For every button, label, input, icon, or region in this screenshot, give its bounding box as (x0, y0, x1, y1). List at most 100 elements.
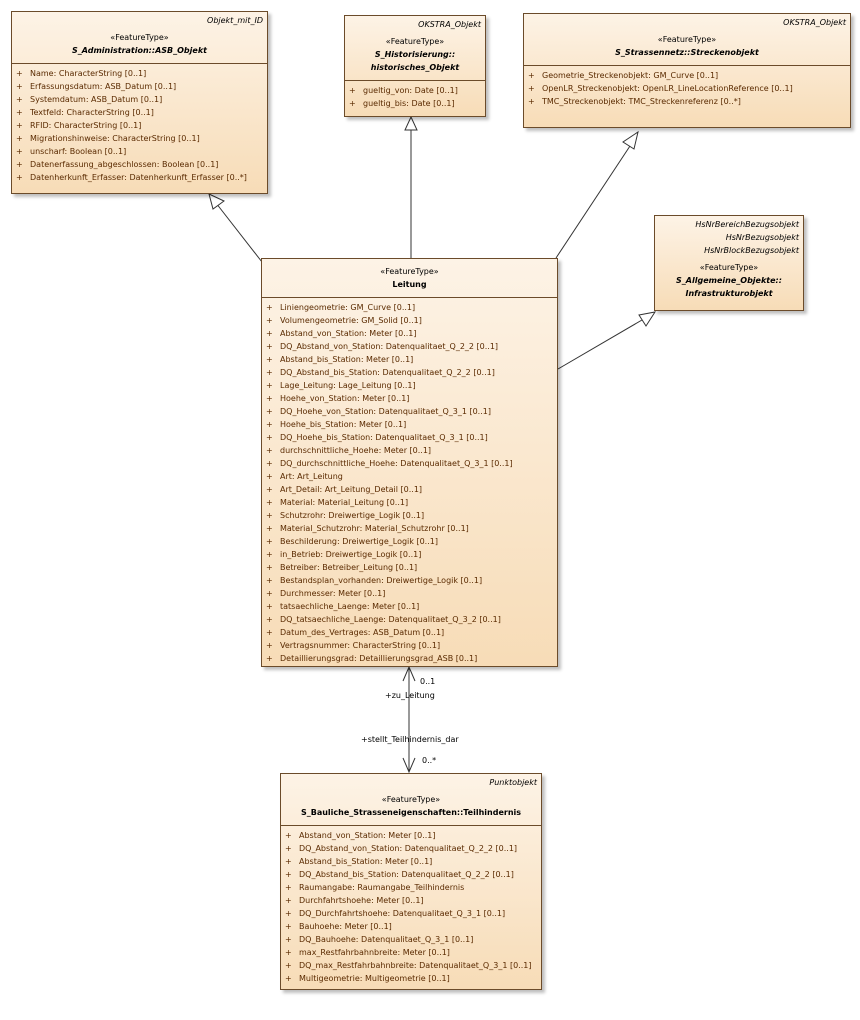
attribute-text: Datenherkunft_Erfasser: Datenherkunft_Er… (30, 173, 247, 182)
attribute-row[interactable]: +Durchmesser: Meter [0..1] (262, 587, 557, 600)
attribute-row[interactable]: +Durchfahrtshoehe: Meter [0..1] (281, 894, 541, 907)
attribute-text: max_Restfahrbahnbreite: Meter [0..1] (299, 948, 450, 957)
stereotype-label: «FeatureType» (699, 263, 759, 272)
attribute-row[interactable]: +Name: CharacterString [0..1] (12, 67, 267, 80)
attribute-row[interactable]: +Liniengeometrie: GM_Curve [0..1] (262, 301, 557, 314)
visibility-marker: + (285, 922, 292, 931)
tag: Punktobjekt (489, 778, 537, 787)
attribute-row[interactable]: +DQ_Abstand_von_Station: Datenqualitaet_… (262, 340, 557, 353)
class-leitung[interactable]: «FeatureType» Leitung +Liniengeometrie: … (261, 258, 558, 667)
attribute-row[interactable]: +Detaillierungsgrad: Detaillierungsgrad_… (262, 652, 557, 665)
visibility-marker: + (266, 446, 273, 455)
attribute-row[interactable]: +durchschnittliche_Hoehe: Meter [0..1] (262, 444, 557, 457)
class-name: S_Strassennetz::Streckenobjekt (615, 48, 759, 57)
attribute-row[interactable]: +DQ_Bauhoehe: Datenqualitaet_Q_3_1 [0..1… (281, 933, 541, 946)
attribute-row[interactable]: +Abstand_bis_Station: Meter [0..1] (262, 353, 557, 366)
attribute-row[interactable]: +Systemdatum: ASB_Datum [0..1] (12, 93, 267, 106)
class-name: Leitung (392, 280, 427, 289)
attribute-text: Bauhoehe: Meter [0..1] (299, 922, 392, 931)
attribute-row[interactable]: +Textfeld: CharacterString [0..1] (12, 106, 267, 119)
attribute-row[interactable]: +DQ_max_Restfahrbahnbreite: Datenqualita… (281, 959, 541, 972)
visibility-marker: + (285, 883, 292, 892)
visibility-marker: + (266, 498, 273, 507)
attribute-row[interactable]: +Abstand_von_Station: Meter [0..1] (262, 327, 557, 340)
attribute-row[interactable]: +Material: Material_Leitung [0..1] (262, 496, 557, 509)
visibility-marker: + (266, 511, 273, 520)
stereotype-label: «FeatureType» (385, 37, 445, 46)
generalization-line-asb (215, 202, 263, 263)
attribute-row[interactable]: +DQ_Hoehe_bis_Station: Datenqualitaet_Q_… (262, 431, 557, 444)
visibility-marker: + (266, 355, 273, 364)
attribute-row[interactable]: +Geometrie_Streckenobjekt: GM_Curve [0..… (524, 69, 850, 82)
visibility-marker: + (349, 99, 356, 108)
visibility-marker: + (266, 459, 273, 468)
attribute-row[interactable]: +Volumengeometrie: GM_Solid [0..1] (262, 314, 557, 327)
attribute-row[interactable]: +gueltig_von: Date [0..1] (345, 84, 485, 97)
visibility-marker: + (266, 329, 273, 338)
visibility-marker: + (266, 628, 273, 637)
attribute-row[interactable]: +DQ_Abstand_bis_Station: Datenqualitaet_… (281, 868, 541, 881)
attribute-text: Abstand_von_Station: Meter [0..1] (299, 831, 436, 840)
attribute-row[interactable]: +max_Restfahrbahnbreite: Meter [0..1] (281, 946, 541, 959)
attribute-row[interactable]: +Material_Schutzrohr: Material_Schutzroh… (262, 522, 557, 535)
class-streckenobjekt[interactable]: OKSTRA_Objekt «FeatureType» S_Strassenne… (523, 13, 851, 128)
attribute-row[interactable]: +in_Betrieb: Dreiwertige_Logik [0..1] (262, 548, 557, 561)
visibility-marker: + (285, 974, 292, 983)
class-infrastrukturobjekt[interactable]: HsNrBereichBezugsobjekt HsNrBezugsobjekt… (654, 215, 804, 311)
attribute-row[interactable]: +RFID: CharacterString [0..1] (12, 119, 267, 132)
attribute-row[interactable]: +Hoehe_bis_Station: Meter [0..1] (262, 418, 557, 431)
attribute-row[interactable]: +Multigeometrie: Multigeometrie [0..1] (281, 972, 541, 985)
attribute-row[interactable]: +Abstand_von_Station: Meter [0..1] (281, 829, 541, 842)
attribute-row[interactable]: + unscharf: Boolean [0..1] (12, 145, 267, 158)
attribute-row[interactable]: + Bauhoehe: Meter [0..1] (281, 920, 541, 933)
attribute-row[interactable]: +Schutzrohr: Dreiwertige_Logik [0..1] (262, 509, 557, 522)
attribute-row[interactable]: +OpenLR_Streckenobjekt: OpenLR_LineLocat… (524, 82, 850, 95)
visibility-marker: + (266, 394, 273, 403)
attribute-row[interactable]: +Datenerfassung_abgeschlossen: Boolean [… (12, 158, 267, 171)
tag: HsNrBlockBezugsobjekt (704, 246, 799, 255)
class-name-line2: Infrastrukturobjekt (685, 289, 773, 298)
visibility-marker: + (266, 641, 273, 650)
attribute-row[interactable]: +Bestandsplan_vorhanden: Dreiwertige_Log… (262, 574, 557, 587)
attribute-row[interactable]: +Erfassungsdatum: ASB_Datum [0..1] (12, 80, 267, 93)
class-teilhindernis[interactable]: Punktobjekt «FeatureType» S_Bauliche_Str… (280, 773, 542, 990)
attribute-row[interactable]: +Betreiber: Betreiber_Leitung [0..1] (262, 561, 557, 574)
attribute-row[interactable]: +gueltig_bis: Date [0..1] (345, 97, 485, 110)
attribute-text: unscharf: Boolean [0..1] (30, 147, 127, 156)
attribute-row[interactable]: +DQ_Abstand_bis_Station: Datenqualitaet_… (262, 366, 557, 379)
attribute-row[interactable]: +Raumangabe: Raumangabe_Teilhindernis (281, 881, 541, 894)
visibility-marker: + (528, 84, 535, 93)
visibility-marker: + (16, 108, 23, 117)
visibility-marker: + (285, 844, 292, 853)
attribute-row[interactable]: +Art_Detail: Art_Leitung_Detail [0..1] (262, 483, 557, 496)
attribute-row[interactable]: +DQ_Durchfahrtshoehe: Datenqualitaet_Q_3… (281, 907, 541, 920)
attribute-row[interactable]: +DQ_Abstand_von_Station: Datenqualitaet_… (281, 842, 541, 855)
attribute-row[interactable]: +Datenherkunft_Erfasser: Datenherkunft_E… (12, 171, 267, 184)
visibility-marker: + (266, 420, 273, 429)
attribute-row[interactable]: +tatsaechliche_Laenge: Meter [0..1] (262, 600, 557, 613)
visibility-marker: + (528, 97, 535, 106)
attribute-text: DQ_max_Restfahrbahnbreite: Datenqualitae… (299, 961, 532, 970)
attribute-row[interactable]: +Migrationshinweise: CharacterString [0.… (12, 132, 267, 145)
tagged-values: OKSTRA_Objekt (528, 16, 846, 29)
attribute-row[interactable]: +DQ_tatsaechliche_Laenge: Datenqualitaet… (262, 613, 557, 626)
attribute-row[interactable]: +DQ_durchschnittliche_Hoehe: Datenqualit… (262, 457, 557, 470)
attribute-row[interactable]: +DQ_Hoehe_von_Station: Datenqualitaet_Q_… (262, 405, 557, 418)
visibility-marker: + (266, 537, 273, 546)
attribute-row[interactable]: +Art: Art_Leitung (262, 470, 557, 483)
attribute-text: gueltig_von: Date [0..1] (363, 86, 458, 95)
visibility-marker: + (16, 147, 23, 156)
class-asb-objekt[interactable]: Objekt_mit_ID «FeatureType» S_Administra… (11, 11, 268, 194)
visibility-marker: + (266, 485, 273, 494)
visibility-marker: + (285, 909, 292, 918)
attribute-row[interactable]: +Beschilderung: Dreiwertige_Logik [0..1] (262, 535, 557, 548)
attribute-row[interactable]: +Hoehe_von_Station: Meter [0..1] (262, 392, 557, 405)
attribute-row[interactable]: +TMC_Streckenobjekt: TMC_Streckenreferen… (524, 95, 850, 108)
attribute-row[interactable]: +Vertragsnummer: CharacterString [0..1] (262, 639, 557, 652)
class-name: S_Administration::ASB_Objekt (72, 46, 207, 55)
attribute-row[interactable]: +Lage_Leitung: Lage_Leitung [0..1] (262, 379, 557, 392)
class-historisches-objekt[interactable]: OKSTRA_Objekt «FeatureType» S_Historisie… (344, 15, 486, 117)
class-name-line1: S_Allgemeine_Objekte:: (676, 276, 782, 285)
attribute-row[interactable]: +Datum_des_Vertrages: ASB_Datum [0..1] (262, 626, 557, 639)
attribute-row[interactable]: +Abstand_bis_Station: Meter [0..1] (281, 855, 541, 868)
